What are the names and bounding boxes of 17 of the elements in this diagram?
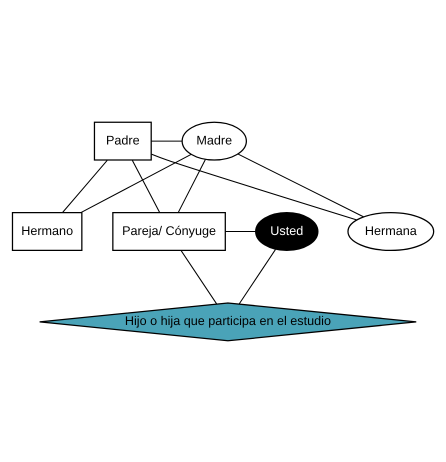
connector — [178, 158, 206, 212]
node-box: Hermano — [12, 211, 82, 251]
connector — [226, 230, 256, 232]
node-box: Padre — [94, 121, 152, 160]
node-ellipse: Usted — [255, 211, 319, 251]
connector — [238, 153, 364, 217]
node-ellipse: Madre — [182, 121, 247, 160]
connector — [80, 153, 192, 212]
connector — [238, 248, 276, 304]
connector — [180, 250, 218, 304]
node-box: Pareja/ Cónyuge — [112, 211, 226, 251]
connector — [151, 140, 182, 142]
connector — [62, 160, 108, 212]
node-diamond: Hijo o hija que participa en el estudio — [38, 302, 417, 341]
node-ellipse: Hermana — [347, 211, 434, 251]
connector — [132, 160, 160, 212]
connector — [151, 153, 357, 220]
